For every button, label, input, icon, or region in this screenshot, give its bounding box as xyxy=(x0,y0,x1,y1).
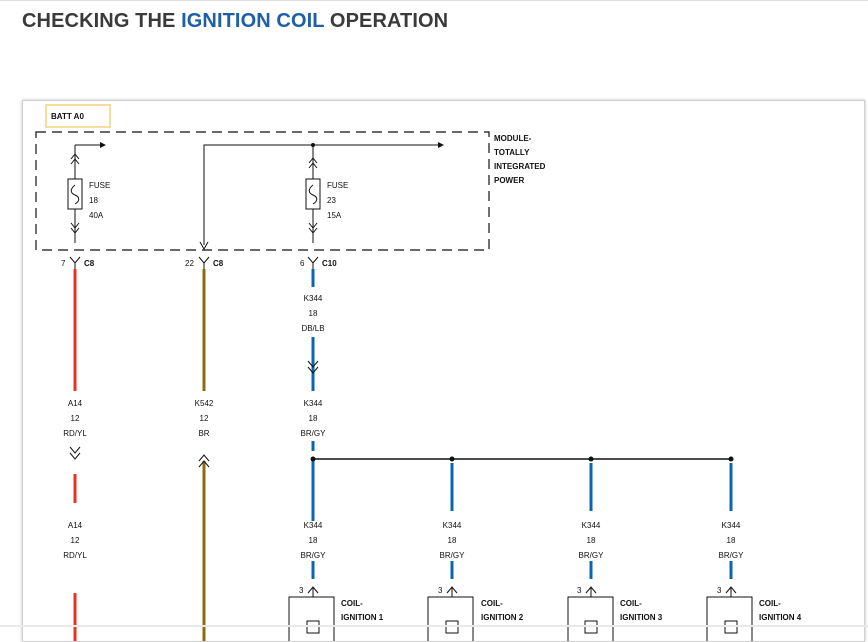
wire-k542-gauge: 12 xyxy=(200,414,209,423)
splice-bus xyxy=(310,456,734,462)
fuse-18-number: 18 xyxy=(89,196,98,205)
connector-c8-pin7: 7 C8 xyxy=(61,256,95,269)
connector-c8-pin22-name: C8 xyxy=(213,259,224,268)
coil-2-color: BR/GY xyxy=(440,551,466,560)
wiring-diagram-svg: BATT A0 MODULE- TOTALLY INTEGRATED POWER… xyxy=(35,104,802,641)
connector-c10-pin6-pin: 6 xyxy=(300,259,305,268)
coil-2-pin: 3 xyxy=(438,586,443,595)
wire-k344-top-color: DB/LB xyxy=(301,324,324,333)
coil-1-label-2: IGNITION 1 xyxy=(341,613,384,622)
battery-label-box: BATT A0 xyxy=(45,104,111,128)
title-prefix: CHECKING THE xyxy=(22,10,182,32)
coil-1-label-1: COIL- xyxy=(341,599,363,608)
fuse-18-label: FUSE xyxy=(89,181,110,190)
coil-4-circuit: K344 xyxy=(722,521,741,530)
coil-4-label-1: COIL- xyxy=(759,599,781,608)
coil-2-label-1: COIL- xyxy=(481,599,503,608)
title-highlight: IGNITION COIL xyxy=(181,10,325,32)
coil-1-pin: 3 xyxy=(299,586,304,595)
connector-c10-pin6-name: C10 xyxy=(322,259,337,268)
coil-3-pin: 3 xyxy=(577,586,582,595)
wire-k542-circuit: K542 xyxy=(195,399,214,408)
wire-a14-circuit: A14 xyxy=(68,399,83,408)
fuse-23-label: FUSE xyxy=(327,181,348,190)
connector-c8-pin22: 22 C8 xyxy=(185,256,224,269)
page-header: CHECKING THE IGNITION COIL OPERATION xyxy=(0,0,868,44)
module-label-line-3: INTEGRATED xyxy=(494,162,546,171)
bus-line-right xyxy=(203,142,444,245)
wire-a14-lower-gauge: 12 xyxy=(71,536,80,545)
fuse-18: FUSE 18 40A xyxy=(67,145,110,243)
connector-c10-pin6: 6 C10 xyxy=(300,256,337,269)
module-label-line-1: MODULE- xyxy=(494,134,532,143)
coil-4-label-2: IGNITION 4 xyxy=(759,613,802,622)
coil-2-gauge: 18 xyxy=(448,536,457,545)
wire-k344-top-circuit: K344 xyxy=(304,294,323,303)
page-title: CHECKING THE IGNITION COIL OPERATION xyxy=(22,10,448,33)
wire-k344-top-gauge: 18 xyxy=(309,309,318,318)
wire-a14-gauge: 12 xyxy=(71,414,80,423)
coil-4-gauge: 18 xyxy=(727,536,736,545)
coil-1-circuit: K344 xyxy=(304,521,323,530)
wire-k542: K542 12 BR xyxy=(195,269,214,641)
coil-3-label-1: COIL- xyxy=(620,599,642,608)
module-label-line-4: POWER xyxy=(494,176,524,185)
coil-1-color: BR/GY xyxy=(301,551,327,560)
wire-k542-color: BR xyxy=(198,429,209,438)
wire-a14-lower-circuit: A14 xyxy=(68,521,83,530)
coil-2-circuit: K344 xyxy=(443,521,462,530)
coil-2-label-2: IGNITION 2 xyxy=(481,613,524,622)
coil-3-label-2: IGNITION 3 xyxy=(620,613,663,622)
coil-4-pin: 3 xyxy=(717,586,722,595)
fuse-23-number: 23 xyxy=(327,196,336,205)
wire-k344-mid-color: BR/GY xyxy=(301,429,327,438)
wire-a14-lower-color: RD/YL xyxy=(63,551,87,560)
connector-c8-pin22-pin: 22 xyxy=(185,259,194,268)
c8-pin22-arrow xyxy=(199,241,209,251)
wire-k344-mid-circuit: K344 xyxy=(304,399,323,408)
wire-a14: A14 12 RD/YL A14 12 RD/YL xyxy=(63,269,87,641)
bottom-rule xyxy=(0,625,868,627)
wire-a14-color: RD/YL xyxy=(63,429,87,438)
module-outline xyxy=(35,131,490,251)
title-suffix: OPERATION xyxy=(324,10,449,32)
coil-branch-3: K344 18 BR/GY 3 COIL- IGNITION 3 xyxy=(567,463,663,641)
fuse-23-rating: 15A xyxy=(327,211,342,220)
coil-3-color: BR/GY xyxy=(579,551,605,560)
coil-3-gauge: 18 xyxy=(587,536,596,545)
coil-1-gauge: 18 xyxy=(309,536,318,545)
wire-k344-mid-gauge: 18 xyxy=(309,414,318,423)
connector-c8-pin7-pin: 7 xyxy=(61,259,66,268)
coil-branch-1: K344 18 BR/GY 3 COIL- IGNITION 1 xyxy=(288,469,384,641)
connector-c8-pin7-name: C8 xyxy=(84,259,95,268)
battery-label: BATT A0 xyxy=(51,112,84,121)
fuse-18-rating: 40A xyxy=(89,211,104,220)
module-label: MODULE- TOTALLY INTEGRATED POWER xyxy=(494,134,546,185)
fuse-23: FUSE 23 15A xyxy=(305,157,348,243)
coil-3-circuit: K344 xyxy=(582,521,601,530)
coil-branch-4: K344 18 BR/GY 3 COIL- IGNITION 4 xyxy=(706,463,802,641)
coil-4-color: BR/GY xyxy=(719,551,745,560)
module-label-line-2: TOTALLY xyxy=(494,148,530,157)
wiring-diagram: BATT A0 MODULE- TOTALLY INTEGRATED POWER… xyxy=(22,100,865,642)
coil-branch-2: K344 18 BR/GY 3 COIL- IGNITION 2 xyxy=(427,463,524,641)
